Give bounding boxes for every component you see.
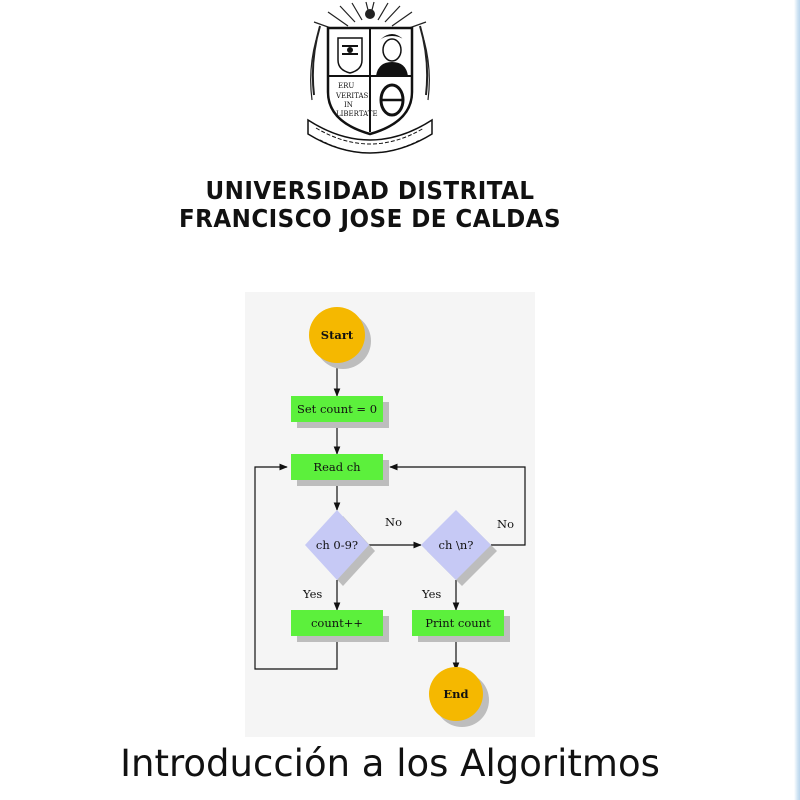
svg-text:ERU: ERU: [338, 82, 354, 90]
set-count-process: Set count = 0: [291, 396, 389, 428]
university-name-line1: UNIVERSIDAD DISTRITAL: [205, 176, 535, 205]
svg-text:IN: IN: [344, 101, 353, 109]
newline-yes-label: Yes: [421, 587, 441, 601]
svg-text:VERITAS: VERITAS: [335, 92, 369, 100]
digit-decision: ch 0-9?: [305, 510, 375, 586]
newline-no-label: No: [497, 517, 514, 531]
end-label: End: [443, 687, 468, 701]
newline-decision: ch \n?: [421, 510, 497, 586]
slide-title: Introducción a los Algoritmos: [120, 742, 660, 785]
start-terminal: Start: [309, 307, 371, 369]
increment-label: count++: [311, 616, 363, 630]
print-count-label: Print count: [425, 616, 491, 630]
print-count-process: Print count: [412, 610, 510, 642]
read-ch-label: Read ch: [313, 460, 361, 474]
read-ch-process: Read ch: [291, 454, 389, 486]
svg-text:LIBERTATE: LIBERTATE: [336, 110, 378, 118]
flowchart-diagram: Start Set count = 0 Read ch ch 0-9? ch \…: [254, 307, 526, 727]
slide-edge-accent: [794, 0, 800, 800]
end-terminal: End: [429, 667, 489, 727]
increment-process: count++: [291, 610, 389, 642]
connector-increment-loop: [254, 463, 338, 670]
digit-decision-label: ch 0-9?: [316, 538, 358, 552]
flowchart-figure: Start Set count = 0 Read ch ch 0-9? ch \…: [245, 292, 535, 737]
newline-decision-label: ch \n?: [439, 538, 474, 552]
start-label: Start: [321, 328, 354, 342]
digit-no-label: No: [385, 515, 402, 529]
university-seal-logo: ERU VERITAS IN LIBERTATE: [307, 1, 433, 154]
digit-yes-label: Yes: [302, 587, 322, 601]
university-name-line2: FRANCISCO JOSE DE CALDAS: [179, 204, 561, 233]
set-count-label: Set count = 0: [297, 402, 377, 416]
connector-newline-no-loop: [389, 463, 526, 546]
